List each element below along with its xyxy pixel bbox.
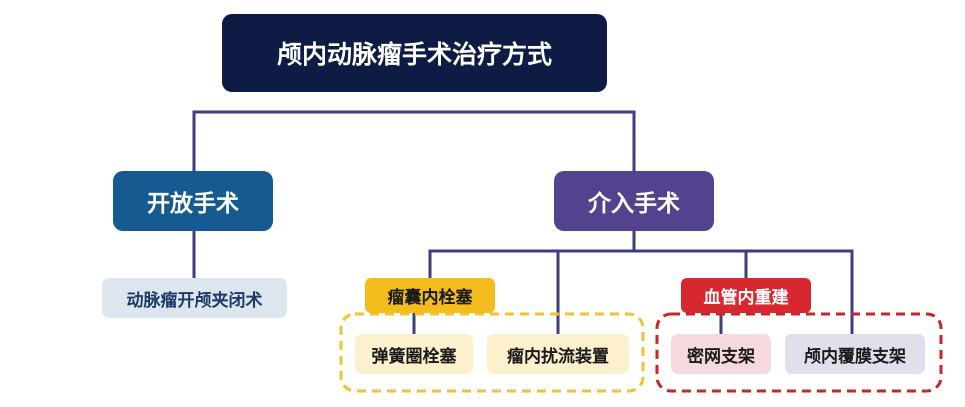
clipping-node: 动脉瘤开颅夹闭术 xyxy=(102,278,287,318)
intrasaccular-flow-disruptor-node: 瘤内扰流装置 xyxy=(487,334,629,374)
connector-root-open xyxy=(192,110,224,173)
intrasaccular-embolization-node: 瘤囊内栓塞 xyxy=(365,278,495,313)
intrasaccular-flow-disruptor-label: 瘤内扰流装置 xyxy=(507,346,609,367)
interventional-label: 介入手术 xyxy=(588,191,680,217)
flow-diverter-stent-node: 密网支架 xyxy=(671,334,771,374)
root-label: 颅内动脉瘤手术治疗方式 xyxy=(276,40,552,69)
endovascular-reconstruction-label: 血管内重建 xyxy=(703,288,789,308)
coil-embolization-label: 弹簧圈栓塞 xyxy=(371,346,457,367)
connector-root-trunk xyxy=(192,110,636,173)
coil-embolization-node: 弹簧圈栓塞 xyxy=(355,334,473,374)
open-surgery-label: 开放手术 xyxy=(147,191,239,217)
recon-group-frame xyxy=(655,312,943,393)
interventional-node: 介入手术 xyxy=(554,171,714,231)
covered-stent-label: 颅内覆膜支架 xyxy=(804,346,906,367)
open-surgery-node: 开放手术 xyxy=(113,171,273,231)
endovascular-reconstruction-node: 血管内重建 xyxy=(681,278,811,313)
sac-group-frame xyxy=(339,312,645,393)
covered-stent-node: 颅内覆膜支架 xyxy=(785,334,925,374)
clipping-label: 动脉瘤开颅夹闭术 xyxy=(126,290,263,311)
root-node: 颅内动脉瘤手术治疗方式 xyxy=(222,14,607,92)
flow-diverter-stent-label: 密网支架 xyxy=(687,346,755,367)
intrasaccular-embolization-label: 瘤囊内栓塞 xyxy=(387,288,473,308)
